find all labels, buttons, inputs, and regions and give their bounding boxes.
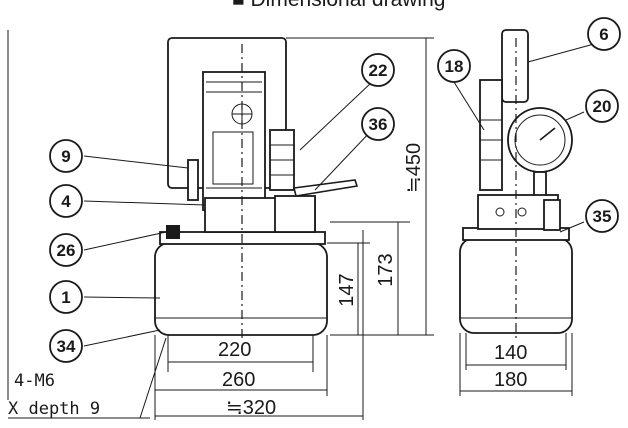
- motor-label-plate: [212, 131, 254, 185]
- svg-text:1: 1: [61, 288, 70, 307]
- side-view: [459, 29, 573, 340]
- balloon-4: 4: [49, 184, 83, 218]
- svg-text:22: 22: [369, 61, 388, 80]
- dim-180: 180: [494, 369, 527, 391]
- balloon-36: 36: [361, 107, 395, 141]
- svg-text:18: 18: [445, 57, 464, 76]
- svg-text:9: 9: [61, 147, 70, 166]
- balloon-6: 6: [587, 17, 621, 51]
- balloon-leaders: [83, 43, 595, 347]
- manifold-port-1: [495, 207, 505, 217]
- manifold-port-2: [517, 207, 527, 217]
- dim-147: 147: [336, 273, 358, 306]
- balloon-9: 9: [49, 139, 83, 173]
- front-view: [154, 37, 359, 340]
- note-thread: 4-M6: [14, 371, 55, 391]
- balloon-22: 22: [361, 53, 395, 87]
- dimension-lines: [154, 37, 573, 420]
- svg-text:36: 36: [369, 115, 388, 134]
- dim-140: 140: [494, 342, 527, 364]
- side-motor: [501, 29, 529, 103]
- dim-260: 260: [222, 369, 255, 391]
- side-valve-column: [479, 79, 503, 191]
- dim-320: ≒320: [226, 397, 276, 419]
- balloon-20: 20: [585, 89, 619, 123]
- balloon-34: 34: [49, 329, 83, 363]
- note-leader: [139, 337, 167, 419]
- pressure-gauge-dial: [514, 114, 566, 166]
- pressure-gauge-needle: [539, 127, 556, 141]
- dim-220: 220: [218, 339, 251, 361]
- carry-handle: [187, 159, 199, 201]
- outlet-block: [274, 195, 316, 233]
- motor-cover: [202, 71, 266, 211]
- svg-text:6: 6: [599, 25, 608, 44]
- drawing-title: ■ Dimensional drawing: [232, 0, 445, 11]
- filler-cap: [166, 225, 180, 239]
- gauge-stem: [533, 171, 547, 197]
- dim-173: 173: [375, 253, 397, 286]
- svg-text:26: 26: [57, 241, 76, 260]
- balloon-1: 1: [49, 280, 83, 314]
- side-fitting: [543, 199, 561, 231]
- front-tank: [154, 242, 328, 336]
- svg-text:35: 35: [593, 207, 612, 226]
- valve-lever: [293, 179, 359, 197]
- note-depth: X depth 9: [8, 399, 100, 419]
- dim-450: ≒450: [403, 143, 425, 193]
- svg-text:4: 4: [61, 192, 71, 211]
- balloon-18: 18: [437, 49, 471, 83]
- balloon-26: 26: [49, 233, 83, 267]
- svg-text:20: 20: [593, 97, 612, 116]
- balloon-35: 35: [585, 199, 619, 233]
- svg-text:34: 34: [57, 337, 76, 356]
